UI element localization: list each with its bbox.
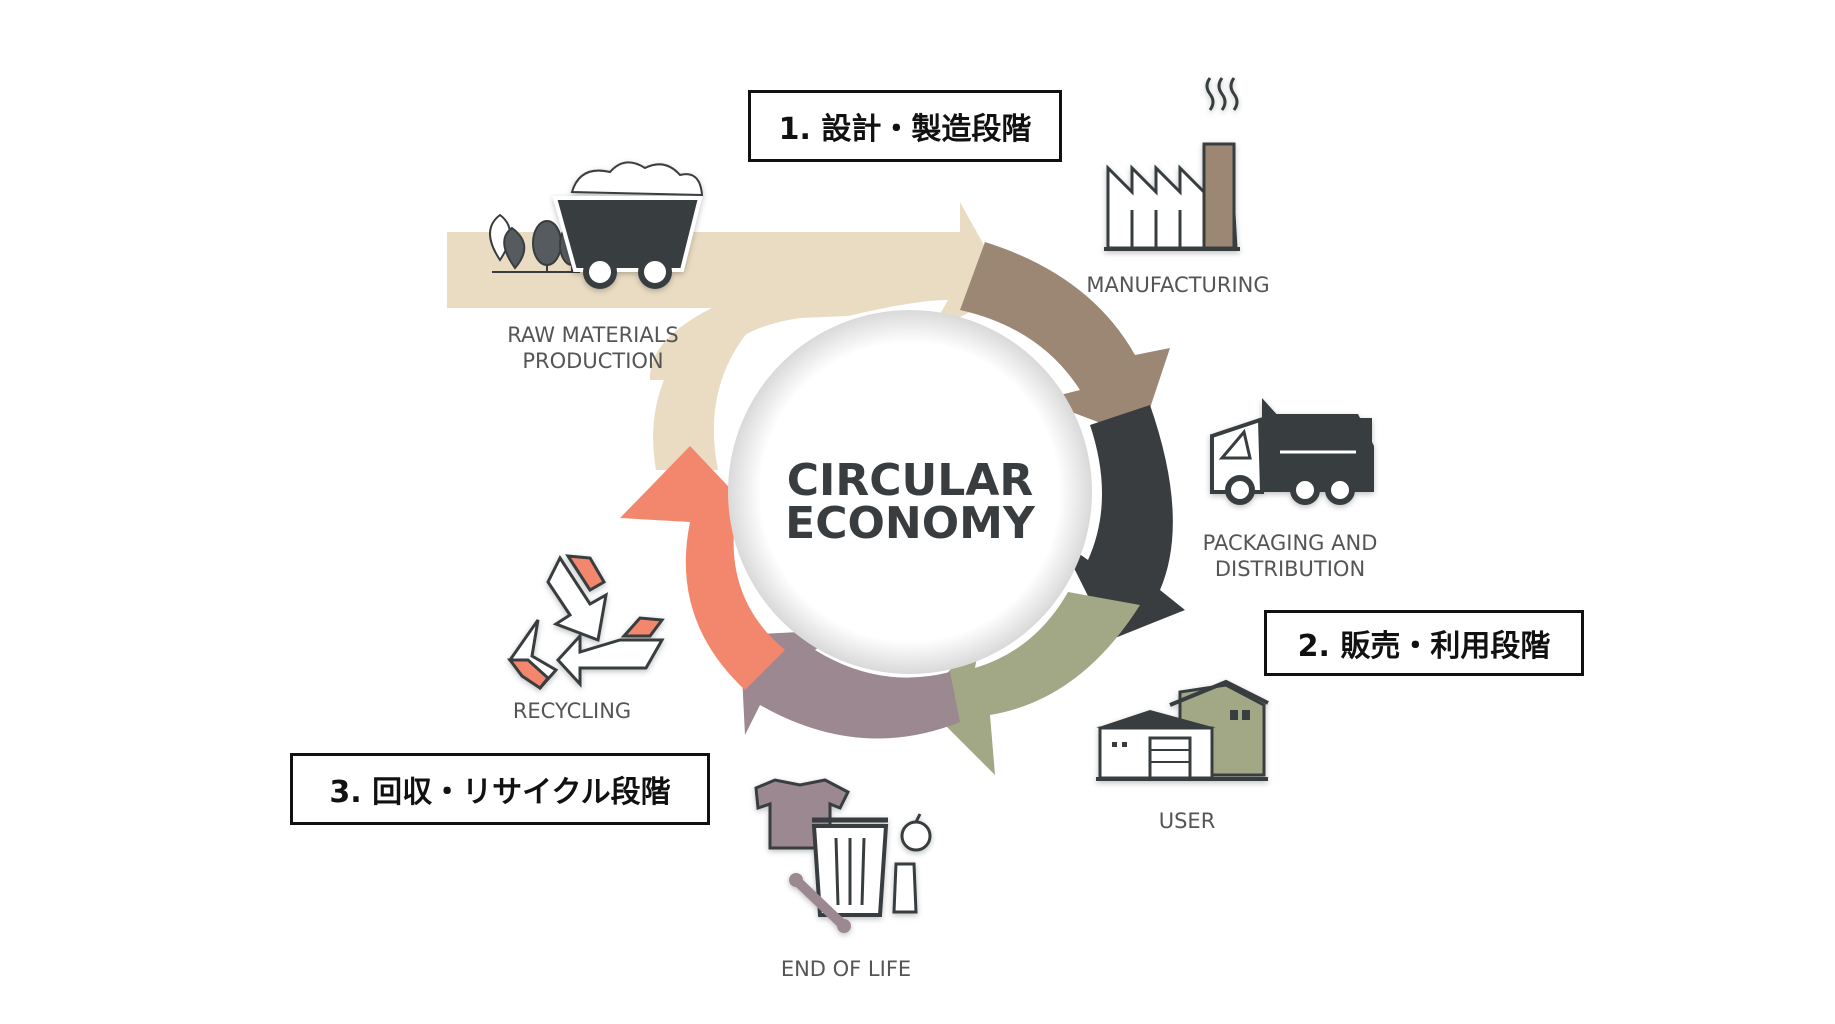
packaging-arrow	[1060, 405, 1185, 640]
user-arrow	[920, 592, 1140, 775]
manufacturing-label: MANUFACTURING	[1086, 273, 1269, 297]
end-of-life-arrow	[740, 630, 960, 739]
delivery-truck-icon	[1210, 398, 1374, 505]
recycle-icon	[507, 554, 665, 691]
raw-materials-label-line2: PRODUCTION	[522, 349, 663, 373]
manufacturing-arrow	[960, 242, 1170, 438]
center-title-line1: CIRCULAR	[787, 455, 1034, 506]
end-of-life-label: END OF LIFE	[781, 957, 911, 981]
center-circle	[728, 310, 1092, 674]
phase-sales-box: 2. 販売・利用段階	[1264, 610, 1584, 676]
user-label: USER	[1159, 809, 1216, 833]
center-title-line2: ECONOMY	[785, 498, 1036, 549]
packaging-label-line2: DISTRIBUTION	[1215, 557, 1365, 581]
phase-design-box: 1. 設計・製造段階	[748, 90, 1062, 162]
house-icon	[1096, 679, 1269, 781]
mine-cart-icon	[552, 161, 704, 289]
factory-icon	[1104, 77, 1240, 251]
packaging-label-line1: PACKAGING AND	[1203, 531, 1378, 555]
recycling-label: RECYCLING	[513, 699, 631, 723]
trash-can-icon	[754, 778, 932, 933]
phase-collection-box: 3. 回収・リサイクル段階	[290, 753, 710, 825]
raw-materials-label-line1: RAW MATERIALS	[507, 323, 679, 347]
